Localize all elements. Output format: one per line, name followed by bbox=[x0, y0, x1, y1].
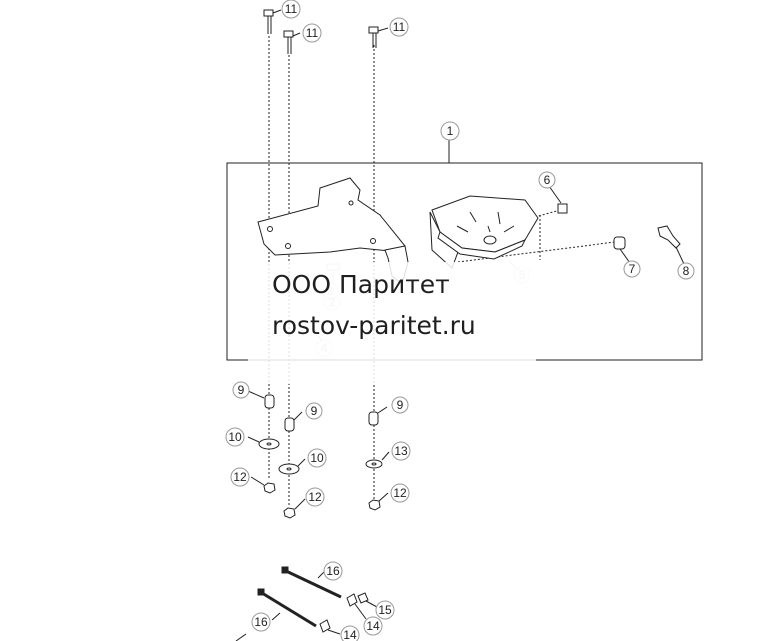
handle-8 bbox=[657, 225, 681, 249]
callout-9-a: 9 bbox=[238, 383, 245, 397]
cable-tie-16-b bbox=[257, 588, 317, 628]
clip-14-a bbox=[346, 593, 358, 607]
washer-10-b bbox=[278, 463, 300, 475]
spacer-9-b bbox=[284, 417, 295, 432]
callout-9-b: 9 bbox=[311, 404, 318, 418]
nut-12-c bbox=[368, 499, 381, 511]
washer-10-a bbox=[258, 438, 280, 450]
callout-12-c: 12 bbox=[393, 486, 407, 500]
callout-13: 13 bbox=[394, 444, 408, 458]
spacer-7 bbox=[613, 236, 626, 250]
nut-12-a bbox=[263, 482, 276, 494]
bolt-11-b bbox=[283, 30, 294, 54]
nut-12-b bbox=[283, 507, 296, 519]
watermark-company: ООО Паритет bbox=[272, 270, 450, 299]
watermark-website: rostov-paritet.ru bbox=[272, 311, 476, 340]
callout-14-a: 14 bbox=[366, 619, 380, 633]
clip-14-b bbox=[319, 619, 331, 633]
spacer-9-a bbox=[264, 394, 275, 409]
callout-14-b: 14 bbox=[343, 628, 357, 641]
clip-15 bbox=[357, 592, 369, 604]
callout-8: 8 bbox=[683, 264, 690, 278]
bolt-11-a bbox=[263, 9, 274, 34]
callout-12-b: 12 bbox=[308, 490, 322, 504]
bracket-plate bbox=[257, 177, 406, 256]
bolt-11-c bbox=[368, 26, 379, 48]
callout-7: 7 bbox=[629, 262, 636, 276]
callout-9-c: 9 bbox=[397, 398, 404, 412]
spacer-9-c bbox=[368, 411, 379, 426]
callout-15: 15 bbox=[378, 603, 392, 617]
callout-6: 6 bbox=[544, 173, 551, 187]
callout-11-b: 11 bbox=[306, 26, 319, 40]
callout-11-c: 11 bbox=[393, 20, 406, 34]
nut-6 bbox=[557, 203, 568, 214]
cable-tie-16-a bbox=[281, 566, 342, 599]
callout-1: 1 bbox=[447, 124, 454, 138]
callout-16-b: 16 bbox=[254, 615, 268, 629]
callout-10-b: 10 bbox=[310, 451, 324, 465]
watermark-backdrop bbox=[248, 262, 536, 384]
washer-13 bbox=[365, 459, 383, 469]
callout-11-a: 11 bbox=[285, 2, 298, 16]
callout-16-a: 16 bbox=[326, 564, 340, 578]
callout-12-a: 12 bbox=[233, 470, 247, 484]
callout-10-a: 10 bbox=[228, 430, 242, 444]
